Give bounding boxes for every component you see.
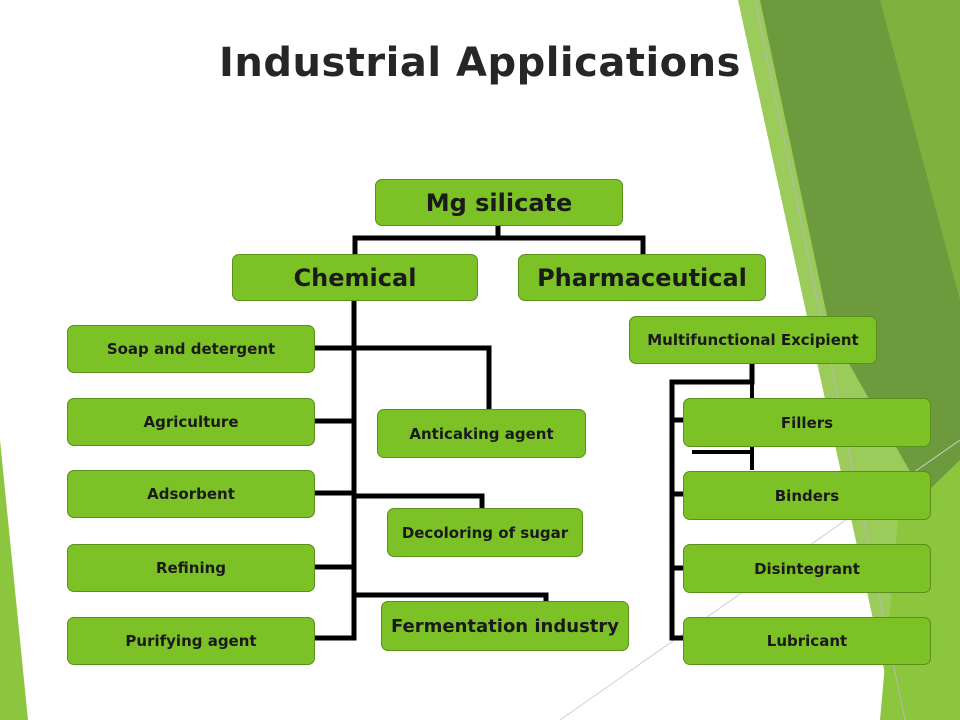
node-chemical-item: Refining (67, 544, 315, 592)
node-root: Mg silicate (375, 179, 623, 226)
node-chemical-item: Adsorbent (67, 470, 315, 518)
slide-title: Industrial Applications (219, 40, 741, 86)
node-pharma-item: Disintegrant (683, 544, 931, 593)
node-chemical: Chemical (232, 254, 478, 301)
connector-fermentation (351, 592, 549, 604)
left-accent-shape (0, 440, 28, 720)
connector-root-chemical (352, 223, 501, 257)
connector-pharma-trunk (669, 361, 755, 641)
node-chemical-middle: Fermentation industry (381, 601, 629, 651)
node-pharma-item: Lubricant (683, 617, 931, 665)
node-chemical-item: Purifying agent (67, 617, 315, 665)
right-accent-mid (880, 0, 960, 300)
node-chemical-item: Soap and detergent (67, 325, 315, 373)
node-pharma-item: Fillers (683, 398, 931, 447)
connector-root-pharma (495, 235, 646, 257)
node-chemical-middle: Decoloring of sugar (387, 508, 583, 557)
node-chemical-middle: Anticaking agent (377, 409, 586, 458)
connector-decoloring (351, 493, 485, 511)
node-chemical-item: Agriculture (67, 398, 315, 446)
node-pharma-item: Binders (683, 471, 931, 520)
node-pharmaceutical: Pharmaceutical (518, 254, 766, 301)
node-pharma-group: Multifunctional Excipient (629, 316, 877, 364)
connector-anticaking (351, 345, 492, 413)
